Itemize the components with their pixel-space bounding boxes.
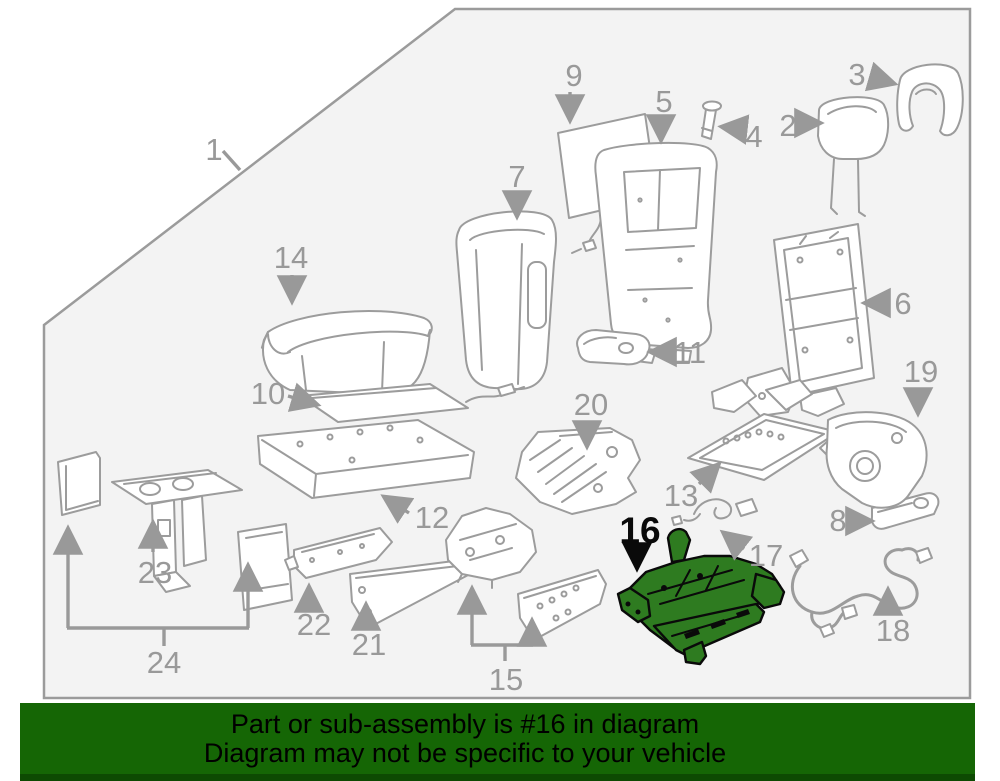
part-label-6: 6: [894, 286, 911, 321]
part-12-cushion-pad-sketch: [257, 419, 475, 499]
callout-arrows: [52, 61, 934, 661]
banner-line-2: Diagram may not be specific to your vehi…: [203, 738, 727, 768]
part-label-23: 23: [138, 555, 172, 590]
part-label-19: 19: [904, 354, 938, 389]
part-5-seatback-frame-cover-sketch: [594, 141, 718, 364]
arrow-17: [719, 529, 754, 561]
leader-1: [221, 149, 242, 172]
part-label-8: 8: [829, 503, 846, 538]
part-label-12: 12: [415, 500, 449, 535]
part-label-16-highlighted: 16: [619, 510, 660, 551]
arrow-12: [380, 494, 415, 524]
part-label-9: 9: [565, 58, 582, 93]
part-24-bracket-right-sketch: [237, 523, 293, 611]
part-3-headrest-cover-sketch: [896, 63, 964, 137]
part-label-7: 7: [508, 159, 525, 194]
part-label-20: 20: [574, 387, 608, 422]
part-11-armrest-sketch: [576, 329, 651, 366]
part-label-18: 18: [876, 613, 910, 648]
part-7-seatback-cushion-sketch: [455, 210, 557, 391]
part-label-17: 17: [749, 538, 783, 573]
part-number-labels: 1 2 3 4 5 6 7 8 9 10 11 12 13 14 15 16 1…: [138, 57, 938, 697]
part-10-heater-mat-sketch: [299, 383, 525, 423]
part-14-cushion-cover-sketch: [260, 310, 433, 395]
banner-line-1: Part or sub-assembly is #16 in diagram: [230, 709, 700, 739]
part-label-1: 1: [205, 132, 222, 167]
part-label-24: 24: [147, 645, 181, 680]
part-4-bolt-sketch: [701, 100, 722, 140]
part-label-2: 2: [779, 108, 796, 143]
part-label-3: 3: [848, 57, 865, 92]
arrow-3: [864, 61, 899, 92]
part-label-5: 5: [655, 84, 672, 119]
part-label-15: 15: [489, 662, 523, 697]
part-label-13: 13: [664, 478, 698, 513]
part-15-track-mechanism-sketch: [445, 507, 537, 589]
part-label-21: 21: [352, 627, 386, 662]
part-6-seatback-frame-sketch: [711, 223, 875, 417]
arrow-4: [717, 114, 750, 145]
part-19-side-shield-sketch: [825, 411, 928, 509]
part-20-recliner-panel-sketch: [515, 427, 641, 515]
highlight-info-banner: Part or sub-assembly is #16 in diagram D…: [20, 703, 975, 781]
part-label-10: 10: [251, 376, 285, 411]
part-2-headrest-sketch: [817, 96, 890, 217]
part-24-bracket-left-sketch: [57, 451, 101, 516]
part-label-22: 22: [297, 607, 331, 642]
bracket-24: [67, 626, 249, 646]
part-label-11: 11: [674, 335, 706, 370]
part-label-14: 14: [274, 240, 308, 275]
arrow-10: [287, 382, 322, 412]
part-16-seat-track-highlighted[interactable]: [616, 527, 786, 666]
arrow-13: [689, 461, 722, 494]
part-17-wire-lead-sketch: [671, 498, 758, 526]
exploded-seat-diagram: 1 2 3 4 5 6 7 8 9 10 11 12 13 14 15 16 1…: [42, 7, 972, 700]
part-22-track-rail-sketch: [284, 527, 393, 579]
part-label-4: 4: [745, 119, 762, 154]
